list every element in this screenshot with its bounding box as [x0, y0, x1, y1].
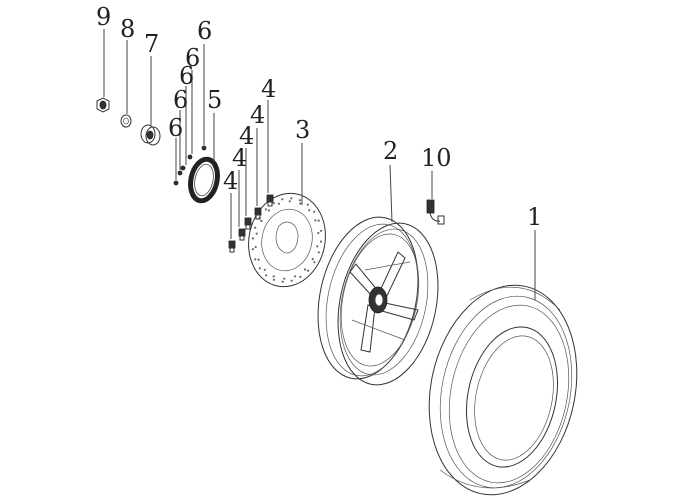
disc-hole	[255, 232, 258, 235]
disc-hole	[272, 278, 276, 281]
disc-hole	[251, 237, 254, 240]
tire	[428, 284, 578, 496]
disc-hole	[260, 219, 263, 222]
disc-hole	[281, 280, 284, 283]
callout-4: 4	[223, 167, 238, 195]
disc-hole	[281, 198, 284, 201]
callout-6: 6	[179, 62, 194, 90]
disc-hole	[254, 226, 257, 229]
disc-hole	[313, 210, 316, 213]
callout-labels: 1 2 3 4 4 4 4 4 5 6 6 6 6 6 7 8 9 10	[96, 3, 542, 231]
callout-3: 3	[295, 116, 310, 144]
disc-hole	[283, 277, 286, 280]
disc-hole	[267, 209, 271, 212]
callout-6: 6	[168, 114, 183, 142]
washer	[120, 114, 132, 128]
disc-hole	[299, 202, 302, 205]
disc-hole	[254, 258, 257, 261]
callout-4: 4	[239, 122, 254, 150]
disc-hole	[251, 248, 254, 251]
disc-bolt	[238, 228, 246, 241]
callout-4: 4	[250, 101, 265, 129]
callout-6: 6	[173, 86, 188, 114]
disc-hole	[257, 258, 260, 261]
disc-hole	[277, 202, 280, 205]
callout-4: 4	[232, 144, 247, 172]
disc-hole	[265, 274, 268, 277]
disc-hole	[307, 269, 310, 272]
callout-5: 5	[207, 86, 222, 114]
disc-hole	[320, 240, 323, 243]
callout-7: 7	[144, 30, 159, 58]
callout-8: 8	[120, 15, 135, 43]
callout-4: 4	[261, 75, 276, 103]
disc-hole	[303, 268, 307, 271]
disc-hole	[288, 200, 291, 203]
disc-bolt	[228, 240, 236, 253]
axle-nut	[96, 97, 110, 113]
disc-hole	[314, 219, 317, 222]
disc-hole	[316, 245, 319, 248]
callout-1: 1	[527, 203, 542, 231]
disc-bolt	[244, 217, 252, 230]
disc-bolts	[228, 194, 274, 253]
tire-valve	[426, 199, 445, 225]
disc-hole	[258, 267, 261, 270]
disc-hole	[272, 202, 275, 205]
disc-hole	[298, 199, 302, 202]
bearing-spacer	[140, 124, 161, 146]
disc-hole	[290, 279, 293, 282]
disc-hole	[272, 275, 275, 278]
disc-hole	[306, 203, 309, 206]
leader-lines	[103, 29, 536, 300]
disc-hole	[264, 208, 267, 211]
disc-bolt	[254, 207, 262, 220]
callout-6: 6	[185, 44, 200, 72]
disc-hole	[294, 275, 297, 278]
callout-9: 9	[96, 3, 111, 31]
disc-hole	[317, 231, 320, 235]
callout-2: 2	[383, 137, 398, 165]
disc-hole	[313, 261, 316, 264]
disc-hole	[254, 245, 257, 249]
disc-hole	[299, 275, 302, 278]
callout-10: 10	[421, 144, 452, 172]
disc-hole	[317, 251, 320, 254]
sprocket-ring	[188, 156, 220, 204]
callout-6: 6	[197, 17, 212, 45]
small-bolts	[173, 145, 207, 186]
disc-bolt	[266, 194, 274, 207]
disc-hole	[290, 197, 293, 200]
disc-hole	[320, 229, 323, 232]
brake-disc	[248, 192, 326, 288]
disc-hole	[317, 219, 320, 222]
wheel-rim	[317, 216, 439, 386]
disc-hole	[311, 258, 314, 261]
disc-hole	[308, 209, 311, 212]
disc-hole	[263, 268, 266, 271]
